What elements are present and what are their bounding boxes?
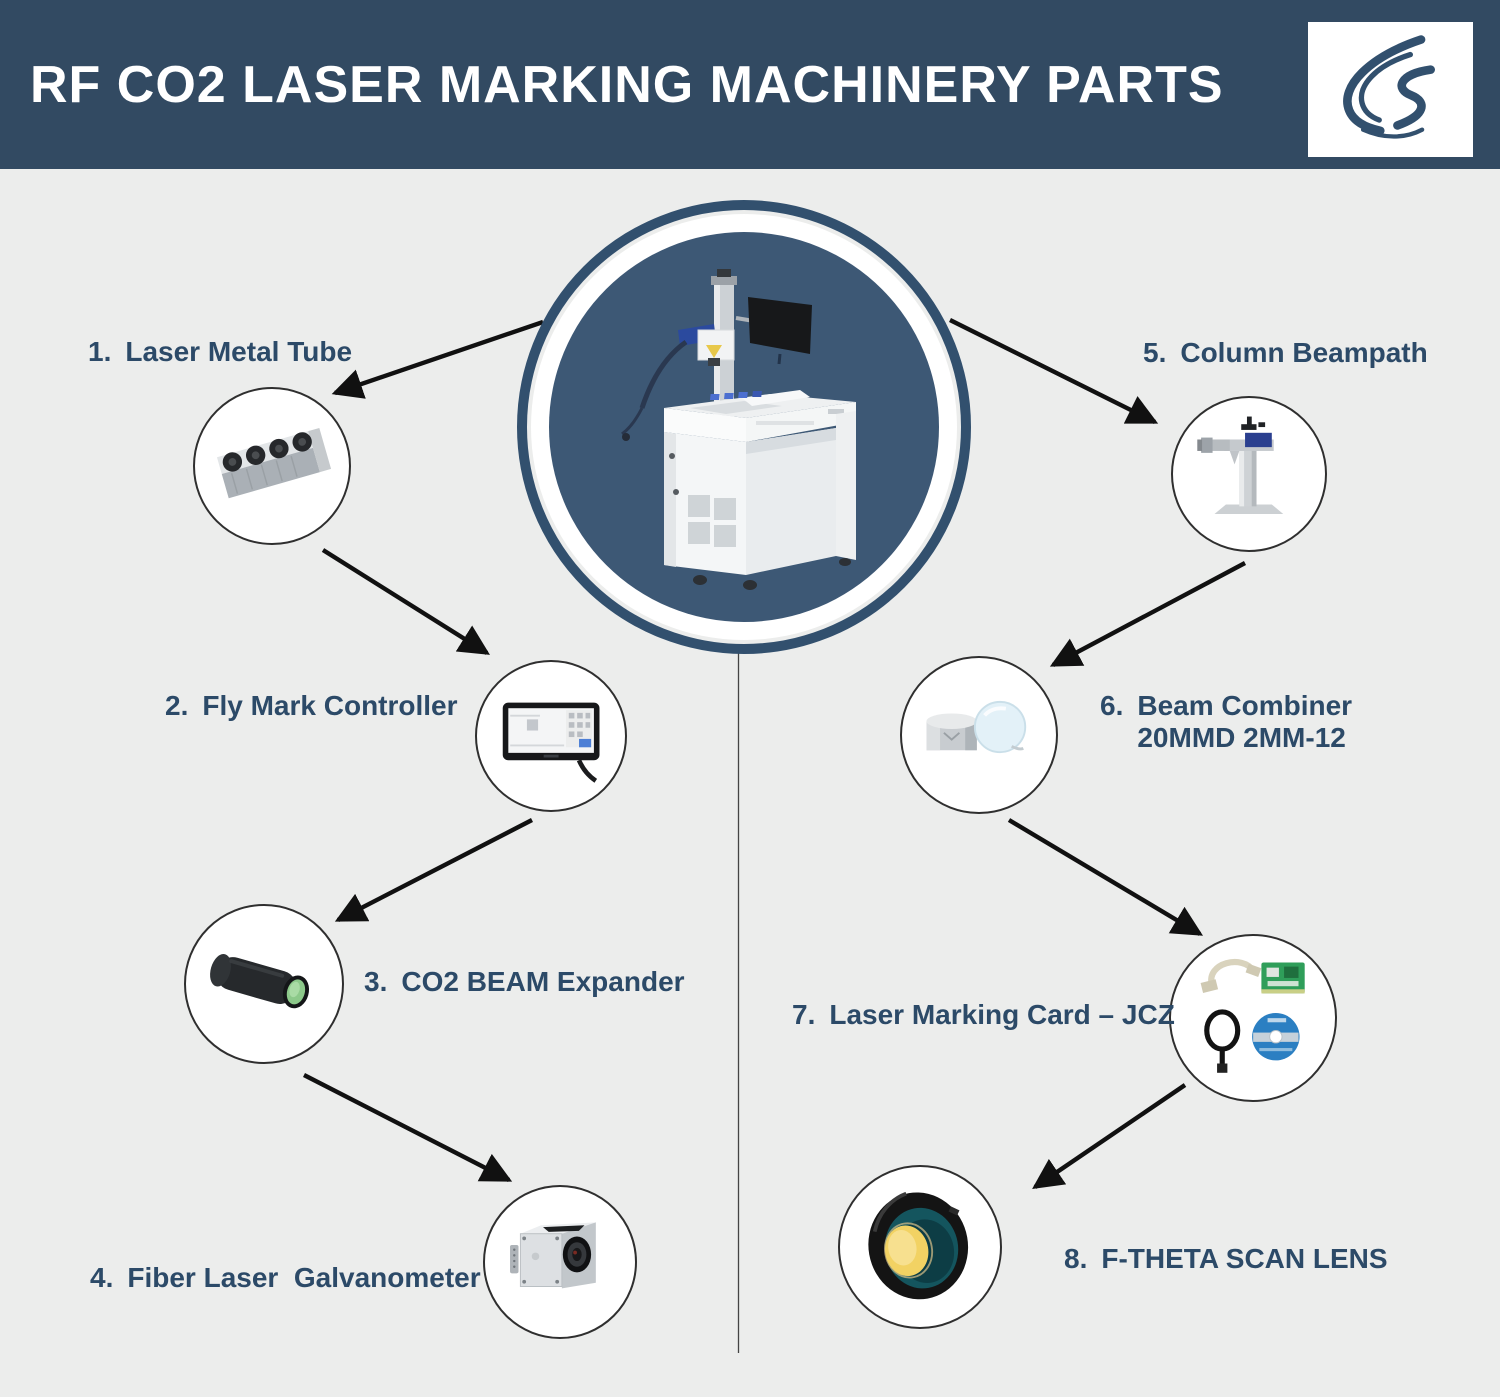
arrow-center-to-part1 bbox=[331, 319, 544, 399]
arrow-part5-to-part6 bbox=[1049, 561, 1247, 667]
part-label-7: 7. Laser Marking Card – JCZ bbox=[792, 999, 1175, 1031]
column-beampath-icon bbox=[1197, 416, 1284, 515]
part-circle-3 bbox=[184, 904, 344, 1064]
part-name: Column Beampath bbox=[1180, 337, 1428, 368]
fly-mark-controller-icon bbox=[502, 702, 600, 783]
part-circle-1 bbox=[193, 387, 351, 545]
page-title: RF CO2 LASER MARKING MACHINERY PARTS bbox=[30, 55, 1224, 114]
arrow-part3-to-part4 bbox=[302, 1073, 513, 1182]
part-number: 2. bbox=[165, 690, 189, 721]
arrow-part2-to-part3 bbox=[334, 818, 534, 922]
arrow-part7-to-part8 bbox=[1032, 1083, 1187, 1189]
part-circle-2 bbox=[475, 660, 627, 812]
part-number: 1. bbox=[88, 336, 112, 367]
part-label-6: 6. Beam Combiner 20MMD 2MM-12 bbox=[1100, 690, 1352, 754]
part-label-8: 8. F-THETA SCAN LENS bbox=[1064, 1243, 1388, 1275]
part-number: 3. bbox=[364, 966, 388, 997]
part-number: 6. bbox=[1100, 690, 1124, 721]
part-name: CO2 BEAM Expander bbox=[401, 966, 685, 997]
laser-marking-machine-illustration bbox=[621, 269, 856, 590]
header-bar: RF CO2 LASER MARKING MACHINERY PARTS bbox=[0, 0, 1500, 169]
laser-metal-tube-icon bbox=[217, 428, 332, 499]
part-label-3: 3. CO2 BEAM Expander bbox=[364, 966, 685, 998]
machine-hero-circle bbox=[517, 200, 971, 654]
co2-beam-expander-icon bbox=[210, 954, 310, 1009]
part-label-1: 1. Laser Metal Tube bbox=[88, 336, 352, 368]
cs-logo-icon bbox=[1342, 34, 1435, 139]
part-name-line2: 20MMD 2MM-12 bbox=[1137, 722, 1346, 753]
arrow-part6-to-part7 bbox=[1007, 818, 1204, 936]
part-name: Laser Marking Card – JCZ bbox=[829, 999, 1175, 1030]
part-label-2: 2. Fly Mark Controller bbox=[165, 690, 458, 722]
part-circle-4 bbox=[483, 1185, 637, 1339]
part-name: Fly Mark Controller bbox=[202, 690, 458, 721]
part-number: 8. bbox=[1064, 1243, 1088, 1274]
arrow-center-to-part5 bbox=[949, 318, 1159, 424]
part-label-4: 4. Fiber Laser Galvanometer bbox=[90, 1262, 481, 1294]
arrow-part1-to-part2 bbox=[321, 548, 490, 655]
part-name: F-THETA SCAN LENS bbox=[1101, 1243, 1388, 1274]
part-number: 7. bbox=[792, 999, 816, 1030]
part-circle-8 bbox=[838, 1165, 1002, 1329]
part-number: 4. bbox=[90, 1262, 114, 1293]
f-theta-scan-lens-icon bbox=[867, 1191, 968, 1299]
part-number: 5. bbox=[1143, 337, 1167, 368]
brand-logo bbox=[1308, 22, 1473, 157]
part-circle-5 bbox=[1171, 396, 1327, 552]
beam-combiner-icon bbox=[926, 701, 1027, 754]
part-circle-7 bbox=[1169, 934, 1337, 1102]
part-circle-6 bbox=[900, 656, 1058, 814]
part-name-line1: Beam Combiner bbox=[1137, 690, 1353, 721]
part-name: Fiber Laser Galvanometer bbox=[127, 1262, 481, 1293]
laser-marking-card-icon bbox=[1200, 958, 1305, 1073]
fiber-laser-galvanometer-icon bbox=[510, 1222, 596, 1289]
part-name: Laser Metal Tube bbox=[125, 336, 353, 367]
part-label-5: 5. Column Beampath bbox=[1143, 337, 1428, 369]
